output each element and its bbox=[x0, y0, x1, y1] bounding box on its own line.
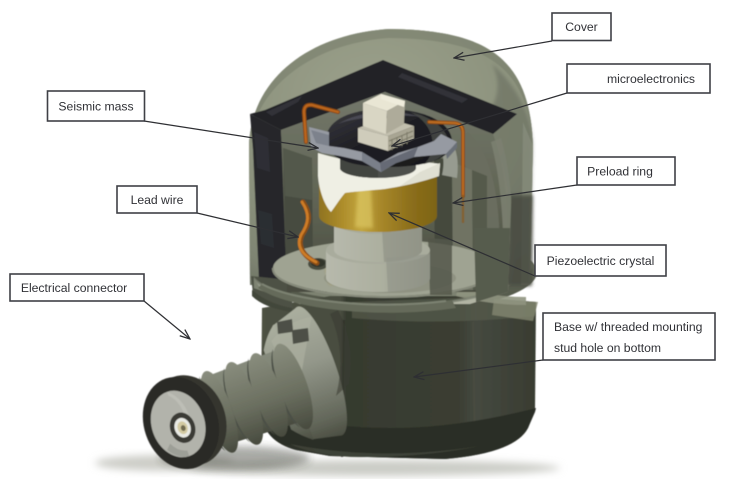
svg-text:Cover: Cover bbox=[565, 20, 598, 34]
svg-text:stud hole on bottom: stud hole on bottom bbox=[554, 341, 661, 355]
svg-text:Seismic mass: Seismic mass bbox=[58, 100, 133, 114]
svg-text:Electrical connector: Electrical connector bbox=[21, 281, 127, 295]
svg-text:Piezoelectric crystal: Piezoelectric crystal bbox=[547, 254, 655, 268]
svg-text:Lead wire: Lead wire bbox=[131, 193, 184, 207]
svg-text:Base w/ threaded mounting: Base w/ threaded mounting bbox=[554, 320, 702, 334]
svg-text:Preload ring: Preload ring bbox=[587, 165, 653, 179]
svg-text:microelectronics: microelectronics bbox=[607, 72, 695, 86]
